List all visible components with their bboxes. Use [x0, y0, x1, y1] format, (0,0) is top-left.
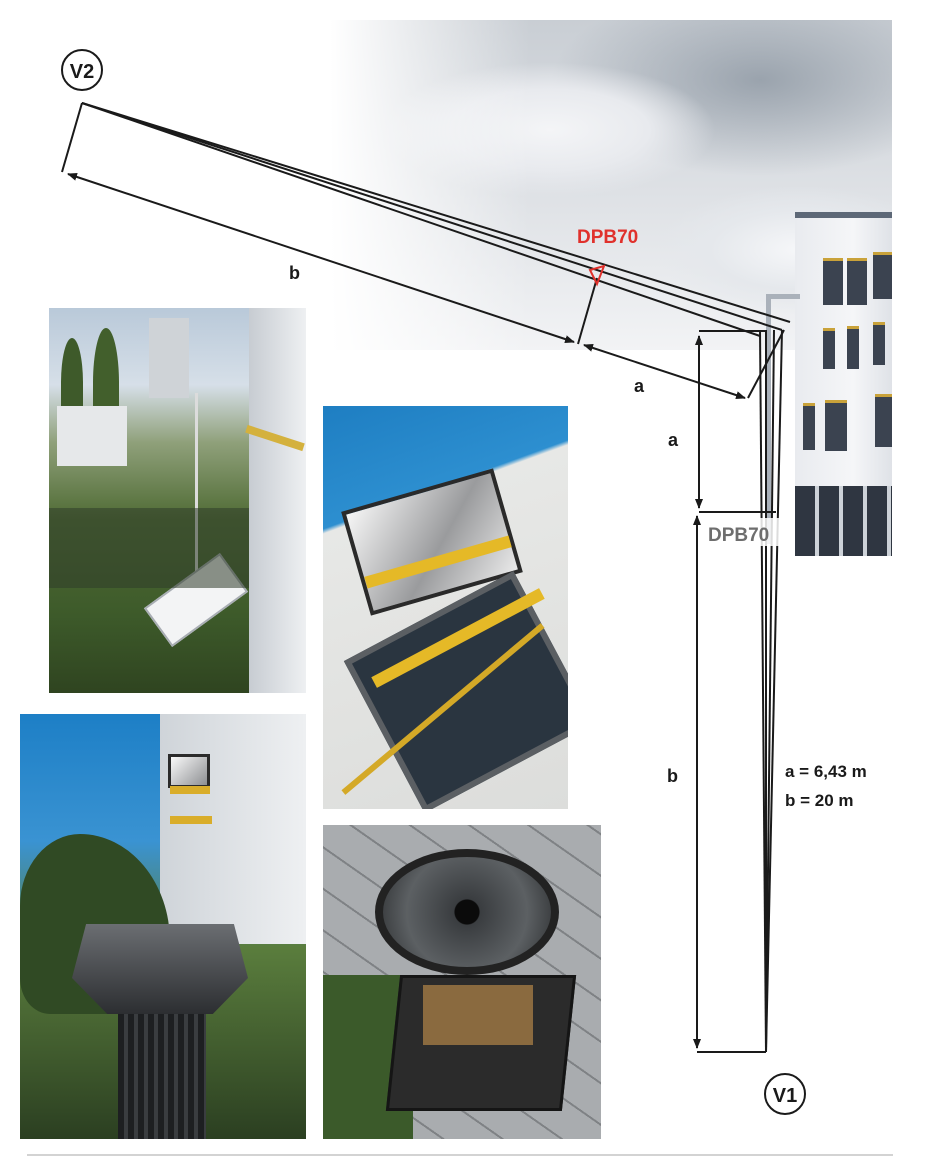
speaker-array-head — [72, 924, 248, 1014]
photo-tower-speaker — [20, 714, 306, 1139]
office-building — [57, 406, 127, 466]
page-divider — [27, 1154, 893, 1156]
label-a-side: a — [668, 430, 679, 450]
frame-line — [61, 102, 83, 173]
ray-line — [765, 329, 783, 1053]
v2-marker-circle — [61, 49, 103, 91]
legend-a: a = 6,43 m — [785, 762, 867, 781]
building-window — [823, 258, 843, 305]
yellow-awning — [170, 786, 210, 794]
building-pipe — [766, 294, 771, 544]
building-facade — [795, 212, 892, 556]
dpb70-top-marker — [588, 264, 606, 287]
v1-marker-circle — [764, 1073, 806, 1115]
ray-line — [81, 102, 791, 323]
poplar-tree — [61, 338, 83, 428]
dpb70-top-tick — [577, 277, 598, 345]
dimension-b-top — [67, 173, 575, 343]
label-dpb70-red: DPB70 — [577, 227, 638, 248]
building-window — [847, 258, 867, 305]
photo-dpb70-speaker — [323, 825, 601, 1139]
ray-line — [81, 102, 783, 331]
label-v1: V1 — [773, 1085, 797, 1107]
building-window — [873, 252, 892, 299]
building-window — [803, 403, 815, 450]
ray-line — [765, 329, 775, 1053]
photo-street-view — [49, 308, 306, 693]
label-dpb70-grey-backdrop — [702, 518, 784, 546]
label-b-top: b — [289, 263, 300, 283]
building-pipe — [766, 294, 800, 299]
ray-line — [81, 102, 761, 337]
building-window — [823, 328, 835, 369]
speaker-tower-column — [118, 1014, 206, 1139]
ray-line — [759, 329, 767, 1053]
speaker-grille — [375, 849, 559, 975]
building-window — [847, 326, 859, 369]
facade-wall — [249, 308, 306, 693]
facade-wall — [160, 714, 306, 944]
yellow-awning — [170, 816, 212, 824]
dimension-a-top — [583, 344, 746, 399]
label-b-side: b — [667, 766, 678, 786]
label-dpb70-grey: DPB70 — [708, 525, 769, 546]
building-window — [873, 322, 885, 365]
wooden-frame — [423, 985, 533, 1045]
parked-cars — [49, 508, 249, 588]
building-window — [825, 400, 847, 451]
legend-b: b = 20 m — [785, 791, 854, 810]
mast-pole — [195, 393, 198, 583]
building-window — [875, 394, 892, 447]
photo-window-reflector — [323, 406, 568, 809]
label-a-top: a — [634, 376, 645, 396]
label-v2: V2 — [70, 61, 94, 83]
building-ground-floor — [795, 486, 892, 556]
